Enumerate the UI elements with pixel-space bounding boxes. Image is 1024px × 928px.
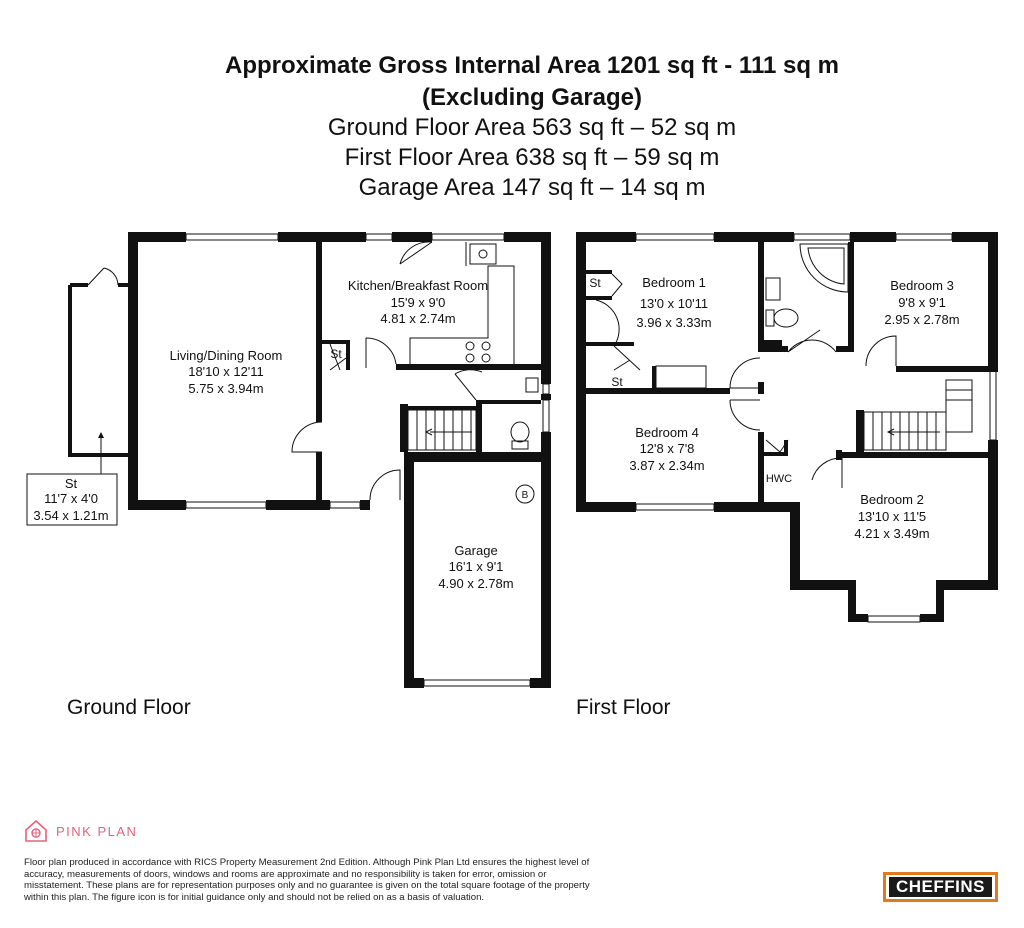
kitchen-metric: 4.81 x 2.74m xyxy=(380,311,455,326)
area-title: Approximate Gross Internal Area 1201 sq … xyxy=(224,52,839,79)
living-room-imperial: 18'10 x 12'11 xyxy=(188,364,264,379)
bedroom3-imperial: 9'8 x 9'1 xyxy=(898,295,946,310)
cheffins-logo-text: CHEFFINS xyxy=(889,877,992,897)
garage-metric: 4.90 x 2.78m xyxy=(438,576,513,591)
bedroom1-imperial: 13'0 x 10'11 xyxy=(640,296,708,311)
bedroom3-metric: 2.95 x 2.78m xyxy=(884,312,959,327)
first-windows xyxy=(635,233,997,623)
first-floor-plan: Bedroom 1 13'0 x 10'11 3.96 x 3.33m Bedr… xyxy=(576,232,998,623)
ground-walls xyxy=(128,232,551,688)
first-floor-label: First Floor xyxy=(576,696,671,719)
ground-floor-plan: St 11'7 x 4'0 3.54 x 1.21m Living/Dining… xyxy=(26,232,551,688)
first-store-b-name: St xyxy=(611,375,623,389)
bedroom4-name: Bedroom 4 xyxy=(635,425,699,440)
cheffins-logo: CHEFFINS xyxy=(883,872,998,902)
bedroom2-imperial: 13'10 x 11'5 xyxy=(858,509,926,524)
first-floor-area: First Floor Area 638 sq ft – 59 sq m xyxy=(344,144,720,171)
bedroom1-name: Bedroom 1 xyxy=(642,275,706,290)
bedroom3-name: Bedroom 3 xyxy=(890,278,954,293)
first-stairs xyxy=(655,365,973,451)
bedroom1-metric: 3.96 x 3.33m xyxy=(636,315,711,330)
brand-name: PINK PLAN xyxy=(56,823,138,839)
first-store-a-name: St xyxy=(589,276,601,290)
kitchen-imperial: 15'9 x 9'0 xyxy=(391,295,446,310)
bedroom2-metric: 4.21 x 3.49m xyxy=(854,526,929,541)
first-doors xyxy=(595,273,897,488)
outside-store-imperial: 11'7 x 4'0 xyxy=(44,491,98,506)
ground-windows xyxy=(185,233,550,687)
bedroom4-imperial: 12'8 x 7'8 xyxy=(640,441,695,456)
boiler-mark: B xyxy=(522,490,529,501)
garage-area: Garage Area 147 sq ft – 14 sq m xyxy=(358,174,706,201)
ground-store-name: St xyxy=(330,347,342,361)
garage-name: Garage xyxy=(454,543,497,558)
living-room-name: Living/Dining Room xyxy=(170,348,283,363)
house-logo-icon xyxy=(25,819,47,842)
ground-floor-area: Ground Floor Area 563 sq ft – 52 sq m xyxy=(327,114,737,141)
hwc-name: HWC xyxy=(766,473,792,485)
pink-plan-brand: PINK PLAN xyxy=(24,818,137,844)
ground-floor-label: Ground Floor xyxy=(67,696,191,719)
outside-store-name: St xyxy=(65,476,78,491)
living-room-metric: 5.75 x 3.94m xyxy=(188,381,263,396)
outside-store-metric: 3.54 x 1.21m xyxy=(33,508,108,523)
kitchen-name: Kitchen/Breakfast Room xyxy=(348,278,488,293)
bedroom2-name: Bedroom 2 xyxy=(860,492,924,507)
first-walls xyxy=(576,232,998,622)
garage-imperial: 16'1 x 9'1 xyxy=(449,559,504,574)
kitchen-units xyxy=(409,242,539,450)
bathroom-fixtures xyxy=(765,243,849,328)
ground-stairs xyxy=(407,409,477,451)
disclaimer-text: Floor plan produced in accordance with R… xyxy=(24,857,590,903)
outside-store-walls xyxy=(68,283,128,457)
ground-doors xyxy=(291,241,483,501)
area-subtitle: (Excluding Garage) xyxy=(421,84,643,111)
bedroom4-metric: 3.87 x 2.34m xyxy=(629,458,704,473)
